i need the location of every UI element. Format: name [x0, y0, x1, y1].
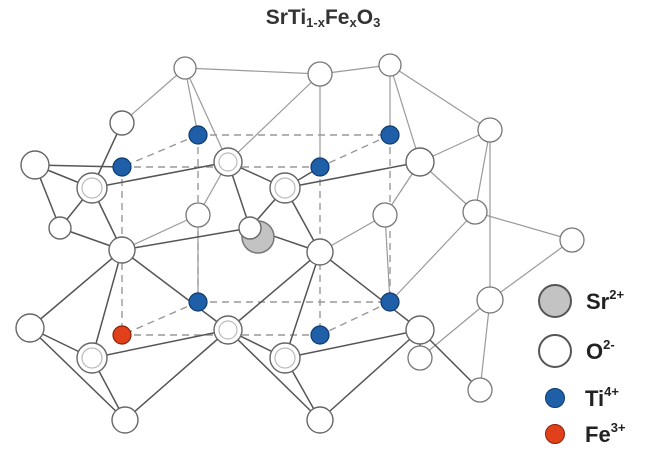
- small-blue-circle-icon: [545, 388, 565, 408]
- large-white-circle-icon: [538, 334, 572, 368]
- oxygen-atoms-back: [173, 53, 585, 403]
- large-gray-circle-icon: [538, 284, 572, 318]
- titanium-atoms: [112, 125, 400, 345]
- legend-label-fe: Fe3+: [585, 420, 626, 448]
- background-octahedra-edges: [121, 64, 573, 391]
- oxygen-atoms-front: [15, 110, 435, 434]
- legend-item-fe: Fe3+: [538, 419, 626, 449]
- fe-atom: [112, 325, 132, 345]
- legend-item-o: O2-: [538, 334, 615, 368]
- formula-subscript-o: 3: [373, 15, 381, 30]
- small-orange-circle-icon: [545, 424, 565, 444]
- legend-label-o: O2-: [586, 337, 615, 365]
- legend-symbol-o: O: [586, 339, 604, 364]
- formula-part-sr-ti: SrTi: [265, 6, 307, 29]
- legend-label-sr: Sr2+: [586, 287, 624, 315]
- legend-charge-ti: 4+: [604, 384, 619, 399]
- legend-charge-fe: 3+: [610, 420, 626, 435]
- legend-symbol-sr: Sr: [586, 289, 610, 314]
- oxygen-highlights: [81, 152, 296, 369]
- legend-charge-sr: 2+: [609, 287, 625, 302]
- legend-item-ti: Ti4+: [538, 383, 619, 413]
- formula-subscript-fe: x: [349, 15, 357, 30]
- legend-item-sr: Sr2+: [538, 284, 624, 318]
- legend-symbol-ti: Ti: [585, 386, 605, 411]
- legend-symbol-fe: Fe: [585, 422, 611, 447]
- formula-subscript-ti: 1-x: [306, 15, 325, 30]
- legend-charge-o: 2-: [603, 337, 615, 352]
- legend-label-ti: Ti4+: [585, 384, 619, 412]
- formula-title: SrTi1-xFexO3: [0, 6, 646, 30]
- formula-part-fe: Fe: [324, 6, 350, 29]
- formula-part-o: O: [356, 6, 374, 29]
